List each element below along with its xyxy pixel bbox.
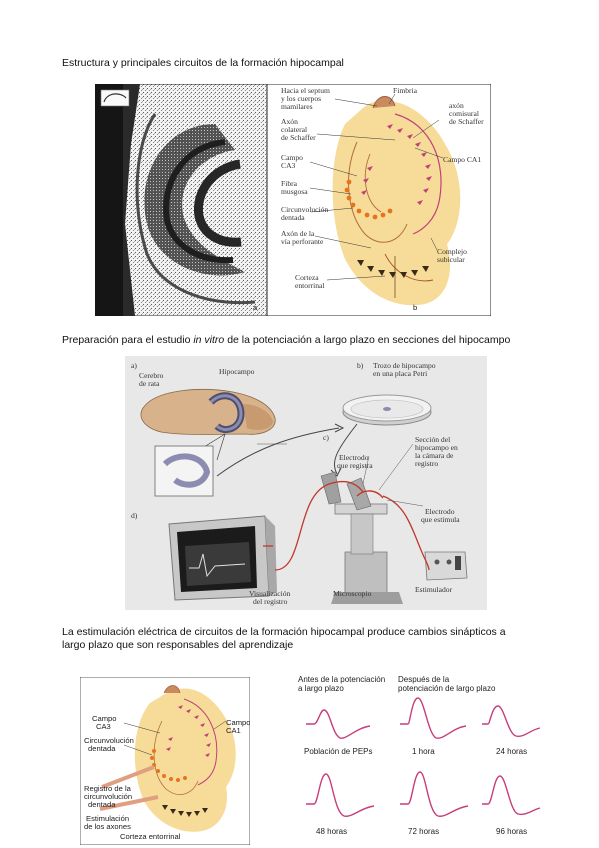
label-seccion-1: Sección del xyxy=(415,435,450,444)
label-f3-estimulacion-2: de los axones xyxy=(84,822,131,831)
label-electrodo-registra-1: Electrodo xyxy=(339,453,369,462)
label-1-hora: 1 hora xyxy=(412,747,435,756)
label-f3-registro-2: circunvolución xyxy=(84,792,132,801)
panel-a-label-2: a) xyxy=(131,361,137,370)
label-mamilares: mamilares xyxy=(281,102,313,111)
label-96-horas: 96 horas xyxy=(496,827,527,836)
label-fibra-2: musgosa xyxy=(281,187,308,196)
label-f3-campo-ca3-1: Campo xyxy=(92,714,116,723)
trace-48-horas xyxy=(306,773,375,817)
label-visualizacion-1: Visualización xyxy=(249,589,290,598)
heading2-part1: Preparación para el estudio xyxy=(62,334,194,346)
label-48-horas: 48 horas xyxy=(316,827,347,836)
label-f3-campo-ca1-2: CA1 xyxy=(226,726,241,735)
label-complejo-1: Complejo xyxy=(437,247,467,256)
label-antes-1: Antes de la potenciación xyxy=(298,675,385,684)
histology-panel: a xyxy=(95,84,268,316)
label-f3-campo-ca1-1: Campo xyxy=(226,718,250,727)
panel-a-label: a xyxy=(253,303,258,312)
label-hacia-septum: Hacia el septum xyxy=(281,86,330,95)
stimulator-illustration xyxy=(424,551,468,581)
panel-b-label-2: b) xyxy=(357,361,364,370)
label-axon-comisural-2: comisural xyxy=(449,109,479,118)
label-circunvolucion-2: dentada xyxy=(281,213,305,222)
label-corteza-1: Corteza xyxy=(295,273,319,282)
label-electrodo-registra-2: que registra xyxy=(337,461,373,470)
label-axon-comisural-3: de Schaffer xyxy=(449,117,484,126)
label-cerebro: Cerebro xyxy=(139,371,164,380)
label-electrodo-estimula-2: que estimula xyxy=(421,515,460,524)
rat-brain-illustration xyxy=(140,389,287,497)
label-circunvolucion-1: Circunvolución xyxy=(281,205,328,214)
label-24-horas: 24 horas xyxy=(496,747,527,756)
label-f3-registro-1: Registro de la xyxy=(84,784,132,793)
label-cuerpos: y los cuerpos xyxy=(281,94,321,103)
label-campo-ca1: Campo CA1 xyxy=(443,155,481,164)
figure-in-vitro-setup: a) Cerebro de rata Hipocampo b) Trozo de… xyxy=(125,356,487,610)
heading3-line1: La estimulación eléctrica de circuitos d… xyxy=(62,626,506,638)
label-axon-perforante-2: vía perforante xyxy=(281,237,324,246)
heading2-italic: in vitro xyxy=(193,334,225,346)
petri-dish-illustration xyxy=(342,394,432,426)
panel-c-label: c) xyxy=(323,433,329,442)
heading-hippocampal-structure: Estructura y principales circuitos de la… xyxy=(62,57,344,69)
label-antes-2: a largo plazo xyxy=(298,684,344,693)
trace-96-horas xyxy=(482,775,541,816)
microscope-illustration xyxy=(320,471,403,604)
label-f3-corteza: Corteza entorrinal xyxy=(120,832,181,841)
heading-electrical-stimulation: La estimulación eléctrica de circuitos d… xyxy=(62,626,542,652)
monitor-illustration xyxy=(168,515,277,601)
figure-stimulation-diagram: Campo CA3 Campo CA1 Circunvolución denta… xyxy=(80,677,250,845)
label-estimulador: Estimulador xyxy=(415,585,453,594)
label-microscopio: Microscopio xyxy=(333,589,372,598)
label-poblacion-peps: Población de PEPs xyxy=(304,747,373,756)
label-fibra-1: Fibra xyxy=(281,179,298,188)
label-72-horas: 72 horas xyxy=(408,827,439,836)
trace-1-hora xyxy=(400,697,467,739)
label-seccion-2: hipocampo en xyxy=(415,443,458,452)
label-trozo: Trozo de hipocampo xyxy=(373,361,436,370)
label-axon-perforante-1: Axón de la xyxy=(281,229,315,238)
label-f3-campo-ca3-2: CA3 xyxy=(96,722,111,731)
panel-d-label: d) xyxy=(131,511,138,520)
label-f3-circunvolucion-1: Circunvolución xyxy=(84,736,134,745)
label-axon-colateral-1: Axón xyxy=(281,117,298,126)
figure-epsp-waveforms: Antes de la potenciación a largo plazo D… xyxy=(290,672,542,842)
label-f3-estimulacion-1: Estimulación xyxy=(86,814,129,823)
label-electrodo-estimula-1: Electrodo xyxy=(425,507,455,516)
label-f3-circunvolucion-2: dentada xyxy=(88,744,116,753)
figure-hippocampal-circuits: a xyxy=(95,84,491,316)
label-visualizacion-2: del registro xyxy=(253,597,288,606)
label-placa-petri: en una placa Petri xyxy=(373,369,427,378)
trace-24-horas xyxy=(482,705,541,738)
heading3-line2: largo plazo que son responsables del apr… xyxy=(62,639,294,651)
label-hipocampo: Hipocampo xyxy=(219,367,255,376)
trace-poblacion xyxy=(306,709,371,739)
label-axon-comisural-1: axón xyxy=(449,101,464,110)
label-axon-colateral-2: colateral xyxy=(281,125,307,134)
label-campo-ca3-1: Campo xyxy=(281,153,303,162)
label-seccion-4: registro xyxy=(415,459,438,468)
heading2-part2: de la potenciación a largo plazo en secc… xyxy=(224,334,511,346)
label-seccion-3: la cámara de xyxy=(415,451,454,460)
label-corteza-2: entorrinal xyxy=(295,281,325,290)
label-f3-registro-3: dentada xyxy=(88,800,116,809)
label-complejo-2: subicular xyxy=(437,255,465,264)
label-despues-1: Después de la xyxy=(398,675,450,684)
panel-b-label: b xyxy=(413,303,417,312)
heading-in-vitro-preparation: Preparación para el estudio in vitro de … xyxy=(62,334,510,347)
circuit-diagram-panel: Hacia el septum y los cuerpos mamilares … xyxy=(266,84,491,316)
label-fimbria: Fimbria xyxy=(393,86,418,95)
label-de-rata: de rata xyxy=(139,379,160,388)
label-axon-colateral-3: de Schaffer xyxy=(281,133,316,142)
trace-72-horas xyxy=(400,771,469,817)
label-despues-2: potenciación de largo plazo xyxy=(398,684,496,693)
label-campo-ca3-2: CA3 xyxy=(281,161,296,170)
